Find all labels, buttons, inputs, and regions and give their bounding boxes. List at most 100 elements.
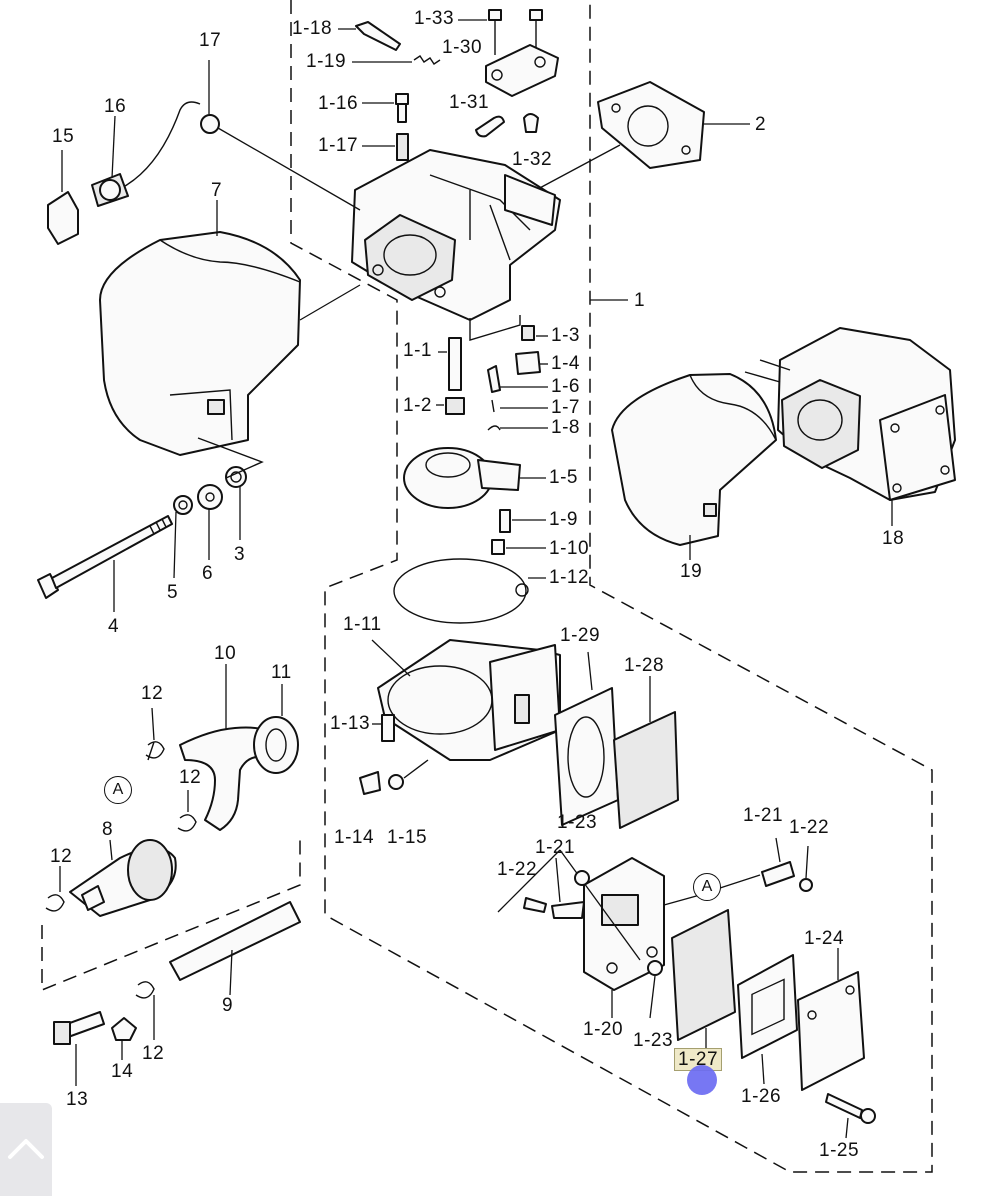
pin-1-31 [475, 115, 505, 138]
hose-9 [169, 901, 301, 996]
callout-1-1[interactable]: 1-1 [403, 340, 432, 361]
touch-cursor-indicator [687, 1065, 717, 1095]
spring-1-19 [352, 55, 441, 65]
screw-1-33 [458, 9, 543, 55]
callout-1[interactable]: 1 [634, 290, 646, 311]
spring-1-17 [362, 133, 409, 161]
plate-1-30 [485, 44, 559, 97]
float-1-5 [403, 447, 546, 509]
clips-12 [45, 707, 197, 1040]
callout-16[interactable]: 16 [104, 96, 127, 117]
callout-19[interactable]: 19 [680, 561, 703, 582]
callout-1-16[interactable]: 1-16 [318, 93, 359, 114]
callout-14[interactable]: 14 [111, 1061, 134, 1082]
carburetor-assembly-18 [744, 327, 956, 526]
silencer-cover-7 [99, 200, 361, 456]
callout-10[interactable]: 10 [214, 643, 237, 664]
callout-1-17[interactable]: 1-17 [318, 135, 359, 156]
gasket-1-28 [613, 676, 679, 829]
screw-1-16 [362, 93, 409, 123]
callout-17[interactable]: 17 [199, 30, 222, 51]
callout-1-20[interactable]: 1-20 [583, 1019, 624, 1040]
callout-1-21-right[interactable]: 1-21 [743, 805, 784, 826]
scroll-up-button[interactable] [0, 1103, 52, 1196]
check-valves [523, 857, 663, 1019]
fitting-13-nut-14 [53, 1011, 137, 1086]
callout-1-14[interactable]: 1-14 [334, 827, 375, 848]
fuel-line-assembly [47, 60, 361, 245]
callout-12-bottom[interactable]: 12 [142, 1043, 165, 1064]
callout-5[interactable]: 5 [167, 582, 179, 603]
callout-1-6[interactable]: 1-6 [551, 376, 580, 397]
washer-5 [173, 495, 193, 579]
carburetor-body [351, 149, 561, 341]
callout-1-19[interactable]: 1-19 [306, 51, 347, 72]
bolt-4 [37, 515, 173, 612]
callout-4[interactable]: 4 [108, 616, 120, 637]
callout-12-left[interactable]: 12 [50, 846, 73, 867]
callout-1-33[interactable]: 1-33 [414, 8, 455, 29]
callout-15[interactable]: 15 [52, 126, 75, 147]
callout-1-27-selected[interactable]: 1-27 [674, 1048, 723, 1071]
connection-marker-a-left: A [104, 776, 132, 804]
callout-1-15[interactable]: 1-15 [387, 827, 428, 848]
fuel-pump-body-1-20 [497, 849, 665, 1018]
callout-18[interactable]: 18 [882, 528, 905, 549]
pin-1-9-screw-1-10 [491, 509, 546, 555]
hose-group-boundary [41, 838, 301, 992]
assembly-boundary-upper [290, 0, 933, 1173]
gasket-1-26 [737, 954, 798, 1085]
callout-12-mid[interactable]: 12 [179, 767, 202, 788]
callout-1-11[interactable]: 1-11 [343, 614, 382, 635]
plug-1-32 [523, 113, 539, 133]
diaphragm-1-27 [671, 909, 736, 1048]
callout-1-23-top[interactable]: 1-23 [557, 812, 598, 833]
callout-1-22-left[interactable]: 1-22 [497, 859, 538, 880]
main-jet-parts [436, 325, 548, 431]
callout-1-9[interactable]: 1-9 [549, 509, 578, 530]
callout-1-4[interactable]: 1-4 [551, 353, 580, 374]
callout-7[interactable]: 7 [211, 180, 223, 201]
hose-10-11 [179, 664, 299, 831]
callout-1-7[interactable]: 1-7 [551, 397, 580, 418]
callout-1-12[interactable]: 1-12 [549, 567, 590, 588]
callout-6[interactable]: 6 [202, 563, 214, 584]
gasket-2 [535, 81, 750, 191]
callout-1-2[interactable]: 1-2 [403, 395, 432, 416]
fuel-filter-8 [69, 839, 177, 917]
callout-1-22-right[interactable]: 1-22 [789, 817, 830, 838]
right-fittings [663, 837, 813, 906]
silencer-cover-19 [611, 373, 777, 560]
callout-1-30[interactable]: 1-30 [442, 37, 483, 58]
callout-3[interactable]: 3 [234, 544, 246, 565]
callout-1-10[interactable]: 1-10 [549, 538, 590, 559]
callout-9[interactable]: 9 [222, 995, 234, 1016]
callout-1-31[interactable]: 1-31 [449, 92, 490, 113]
callout-1-26[interactable]: 1-26 [741, 1086, 782, 1107]
cover-1-24 [797, 948, 865, 1091]
callout-1-18[interactable]: 1-18 [292, 18, 333, 39]
callout-1-5[interactable]: 1-5 [549, 467, 578, 488]
callout-12-top[interactable]: 12 [141, 683, 164, 704]
callout-1-29[interactable]: 1-29 [560, 625, 601, 646]
callout-1-8[interactable]: 1-8 [551, 417, 580, 438]
callout-1-28[interactable]: 1-28 [624, 655, 665, 676]
callout-1-23-bottom[interactable]: 1-23 [633, 1030, 674, 1051]
callout-1-25[interactable]: 1-25 [819, 1140, 860, 1161]
callout-11[interactable]: 11 [271, 662, 292, 683]
washer-6 [197, 484, 223, 560]
callout-1-24[interactable]: 1-24 [804, 928, 845, 949]
chevron-up-icon [8, 1139, 44, 1159]
float-bowl-1-11 [359, 639, 561, 795]
gasket-1-29 [554, 651, 619, 826]
callout-1-3[interactable]: 1-3 [551, 325, 580, 346]
callout-1-13[interactable]: 1-13 [330, 713, 371, 734]
callout-8[interactable]: 8 [102, 819, 114, 840]
callout-1-32[interactable]: 1-32 [512, 149, 553, 170]
screw-1-18 [338, 21, 401, 51]
callout-2[interactable]: 2 [755, 114, 767, 135]
connection-marker-a-right: A [693, 873, 721, 901]
callout-13[interactable]: 13 [66, 1089, 89, 1110]
callout-1-21-left[interactable]: 1-21 [535, 837, 576, 858]
